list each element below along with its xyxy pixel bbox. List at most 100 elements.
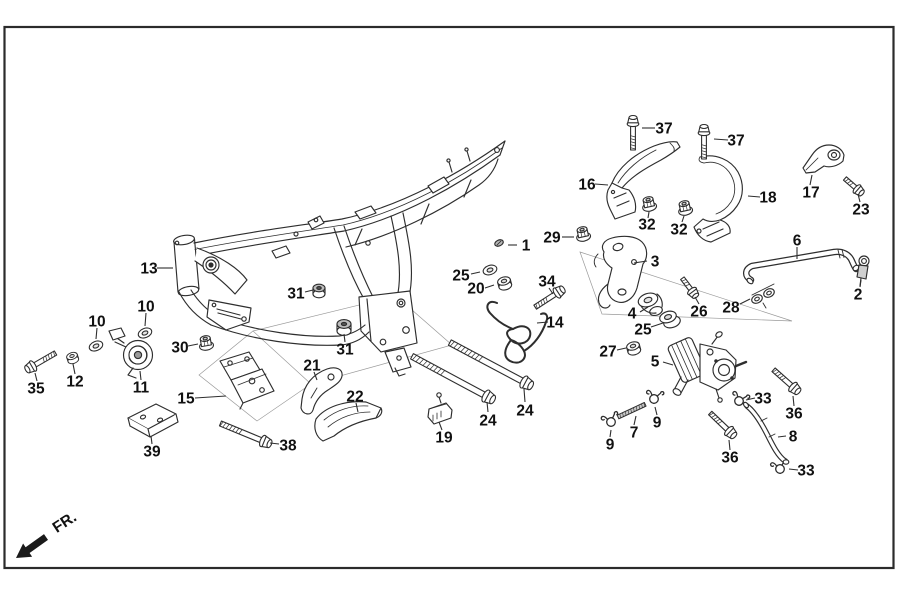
leader-line-3	[633, 260, 648, 264]
leader-line-39	[150, 435, 153, 445]
leader-line-9b	[609, 429, 612, 438]
leader-line-14	[536, 321, 549, 324]
part-label-23: 23	[852, 202, 870, 219]
fr-label: FR.	[50, 509, 80, 537]
leader-line-18	[747, 195, 761, 198]
part-label-10a: 10	[137, 299, 154, 316]
part-label-10b: 10	[88, 314, 105, 331]
part-label-2: 2	[854, 287, 863, 304]
leader-line-36b	[728, 439, 731, 451]
part-glyph-9-left	[599, 410, 622, 430]
leader-line-22	[355, 402, 359, 413]
part-glyph-5-valve	[667, 331, 748, 403]
part-label-25a: 25	[452, 268, 470, 285]
part-glyph-10-rear	[136, 325, 154, 341]
part-label-14: 14	[546, 315, 564, 332]
part-glyph-2-stay	[856, 255, 870, 287]
part-glyph-27	[625, 339, 643, 357]
part-label-7: 7	[630, 425, 639, 442]
part-label-6: 6	[793, 233, 802, 250]
part-glyph-23	[840, 174, 867, 199]
part-label-21: 21	[303, 358, 321, 375]
leader-line-7	[633, 415, 637, 426]
part-glyph-36-lower	[705, 408, 740, 442]
fr-arrow	[16, 534, 48, 558]
part-glyph-10-front	[87, 338, 105, 354]
leader-line-35	[34, 372, 38, 382]
part-glyph-18-stay	[693, 155, 743, 243]
part-glyph-1	[494, 239, 504, 247]
leader-line-30	[187, 343, 199, 347]
part-label-36b: 36	[721, 450, 739, 467]
part-glyph-15-bracket	[219, 351, 275, 410]
part-glyph-28-clamp	[751, 283, 775, 309]
part-label-26: 26	[690, 304, 708, 321]
leader-line-10b	[95, 327, 98, 340]
part-glyph-19	[427, 392, 453, 425]
part-label-25b: 25	[634, 322, 652, 339]
leader-line-34	[548, 287, 554, 295]
leader-line-36a	[792, 395, 795, 407]
part-label-32a: 32	[638, 217, 655, 234]
part-label-31b: 31	[336, 342, 354, 359]
leader-line-2	[859, 279, 862, 288]
leader-line-12	[72, 363, 76, 375]
part-label-29: 29	[543, 230, 561, 247]
leader-line-23	[857, 193, 861, 203]
part-label-15: 15	[177, 391, 195, 408]
part-glyph-4-bushing	[637, 292, 663, 317]
part-glyph-8-hose	[742, 401, 790, 465]
part-label-37b: 37	[727, 133, 744, 150]
part-glyph-39-plate	[127, 403, 179, 438]
leader-line-24a	[486, 401, 489, 413]
part-label-19: 19	[435, 430, 453, 447]
leader-line-11	[139, 370, 142, 381]
part-glyph-22-guard	[314, 401, 383, 442]
part-glyph-13-frame-body	[173, 140, 506, 377]
part-label-33b: 33	[797, 463, 815, 480]
part-label-36a: 36	[785, 406, 803, 423]
leader-line-37b	[713, 138, 729, 141]
part-glyph-11-horn	[108, 327, 154, 379]
leader-line-16	[594, 183, 609, 186]
part-glyph-37-right	[697, 123, 711, 160]
part-glyph-7	[616, 401, 647, 420]
leader-line-26	[694, 296, 700, 305]
part-label-16: 16	[578, 177, 596, 194]
part-label-27: 27	[599, 344, 616, 361]
part-label-9a: 9	[653, 415, 662, 432]
part-glyph-14-spring	[486, 300, 549, 364]
part-label-13: 13	[140, 261, 158, 278]
leader-line-21	[313, 371, 318, 381]
leader-line-19	[438, 421, 443, 431]
leader-line-25a	[470, 271, 481, 275]
fr-direction-indicator: FR.	[16, 509, 80, 558]
leader-line-31a	[304, 289, 314, 293]
part-glyph-35	[22, 347, 59, 376]
part-glyph-32-right	[676, 198, 694, 218]
part-label-12: 12	[66, 374, 83, 391]
leader-line-10a	[144, 312, 147, 327]
part-glyph-26	[677, 274, 702, 301]
leader-line-5	[662, 361, 674, 366]
part-label-3: 3	[651, 254, 660, 271]
part-label-4: 4	[628, 306, 637, 323]
part-glyph-36-upper	[769, 364, 804, 398]
part-glyph-31-upper	[312, 283, 326, 299]
part-label-1: 1	[522, 238, 531, 255]
leader-line-25b	[650, 322, 664, 328]
part-label-24a: 24	[479, 413, 497, 430]
leader-line-17	[809, 174, 813, 186]
part-glyph-9-right	[644, 388, 665, 406]
part-label-35: 35	[27, 381, 45, 398]
part-label-38: 38	[279, 438, 297, 455]
part-label-33a: 33	[754, 391, 772, 408]
part-glyph-21-bracket	[300, 367, 343, 415]
leader-line-38	[269, 442, 280, 445]
part-glyph-6-pipe	[743, 248, 860, 285]
part-label-32b: 32	[670, 222, 687, 239]
part-label-20: 20	[467, 281, 484, 298]
part-glyph-3-bracket	[593, 235, 648, 309]
